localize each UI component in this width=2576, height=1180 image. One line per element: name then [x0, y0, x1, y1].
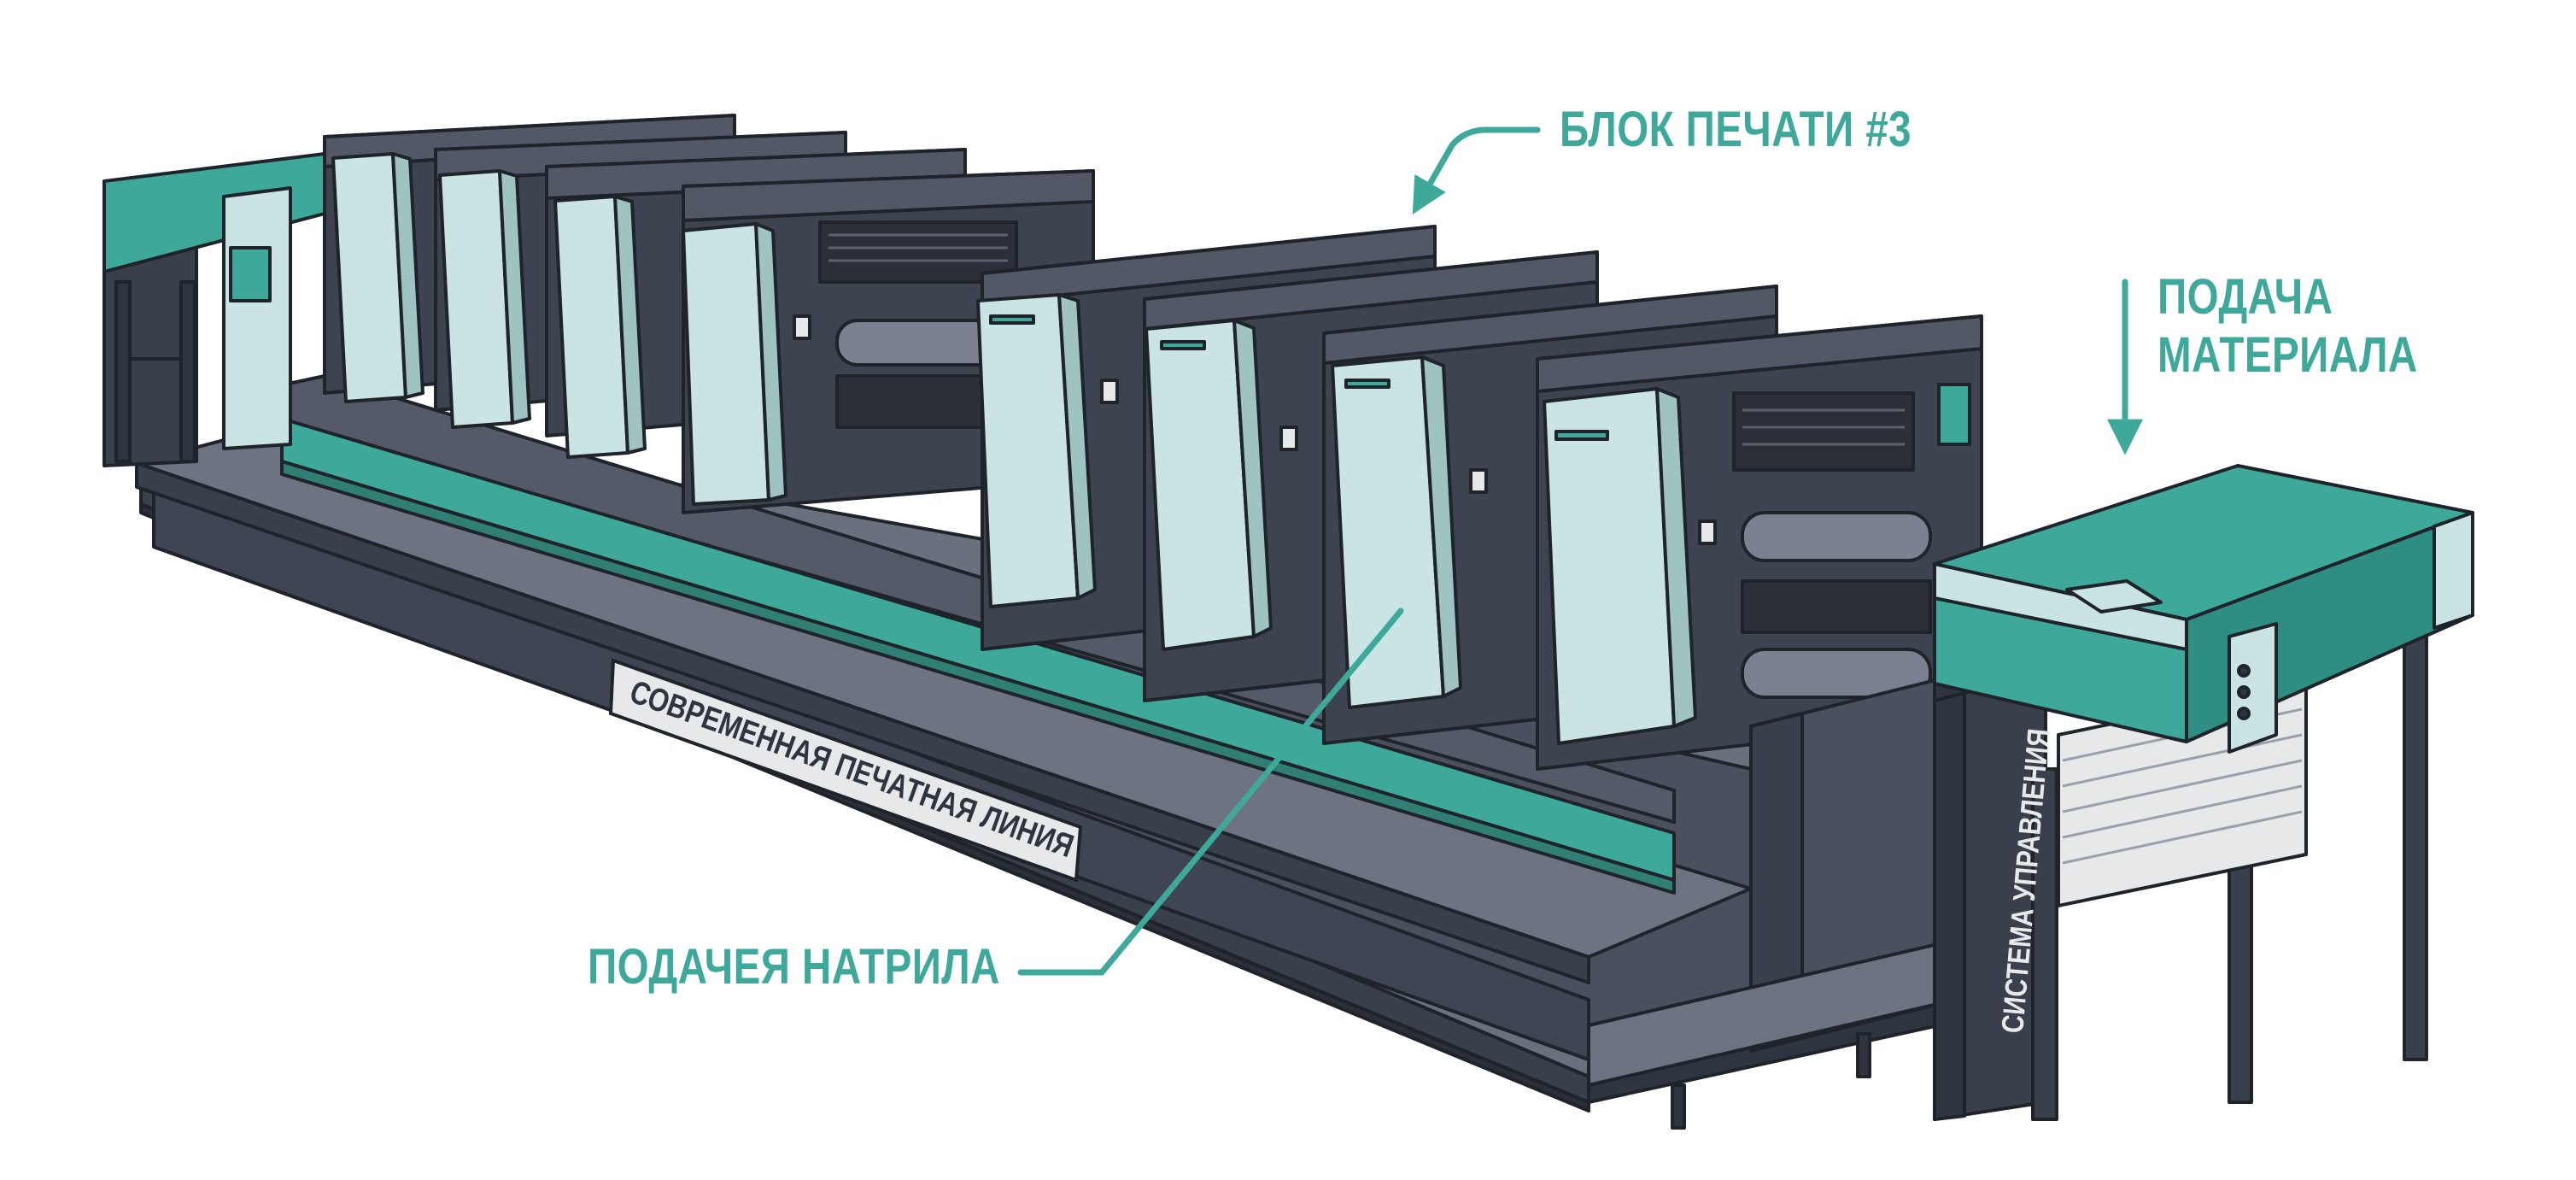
- material-feed-callout: ПОДАЧА МАТЕРИАЛА: [2157, 268, 2418, 385]
- print-unit-callout: БЛОК ПЕЧАТИ #3: [1560, 102, 1912, 157]
- delivery-section: [1587, 673, 1958, 1087]
- print-units-front: [976, 225, 1983, 771]
- ink-feed-callout: ПОДАЧЕЯ НАТРИЛА: [588, 939, 1000, 995]
- curved-arrow-icon: [1412, 126, 1541, 214]
- print-units-rear: [323, 114, 1095, 514]
- material-feed-line-2: МАТЕРИАЛА: [2157, 327, 2418, 383]
- material-feed-line-1: ПОДАЧА: [2157, 269, 2333, 325]
- material-feeder: [1933, 464, 2474, 1121]
- leader-line: [1017, 608, 1404, 976]
- left-end-frame: [102, 152, 326, 467]
